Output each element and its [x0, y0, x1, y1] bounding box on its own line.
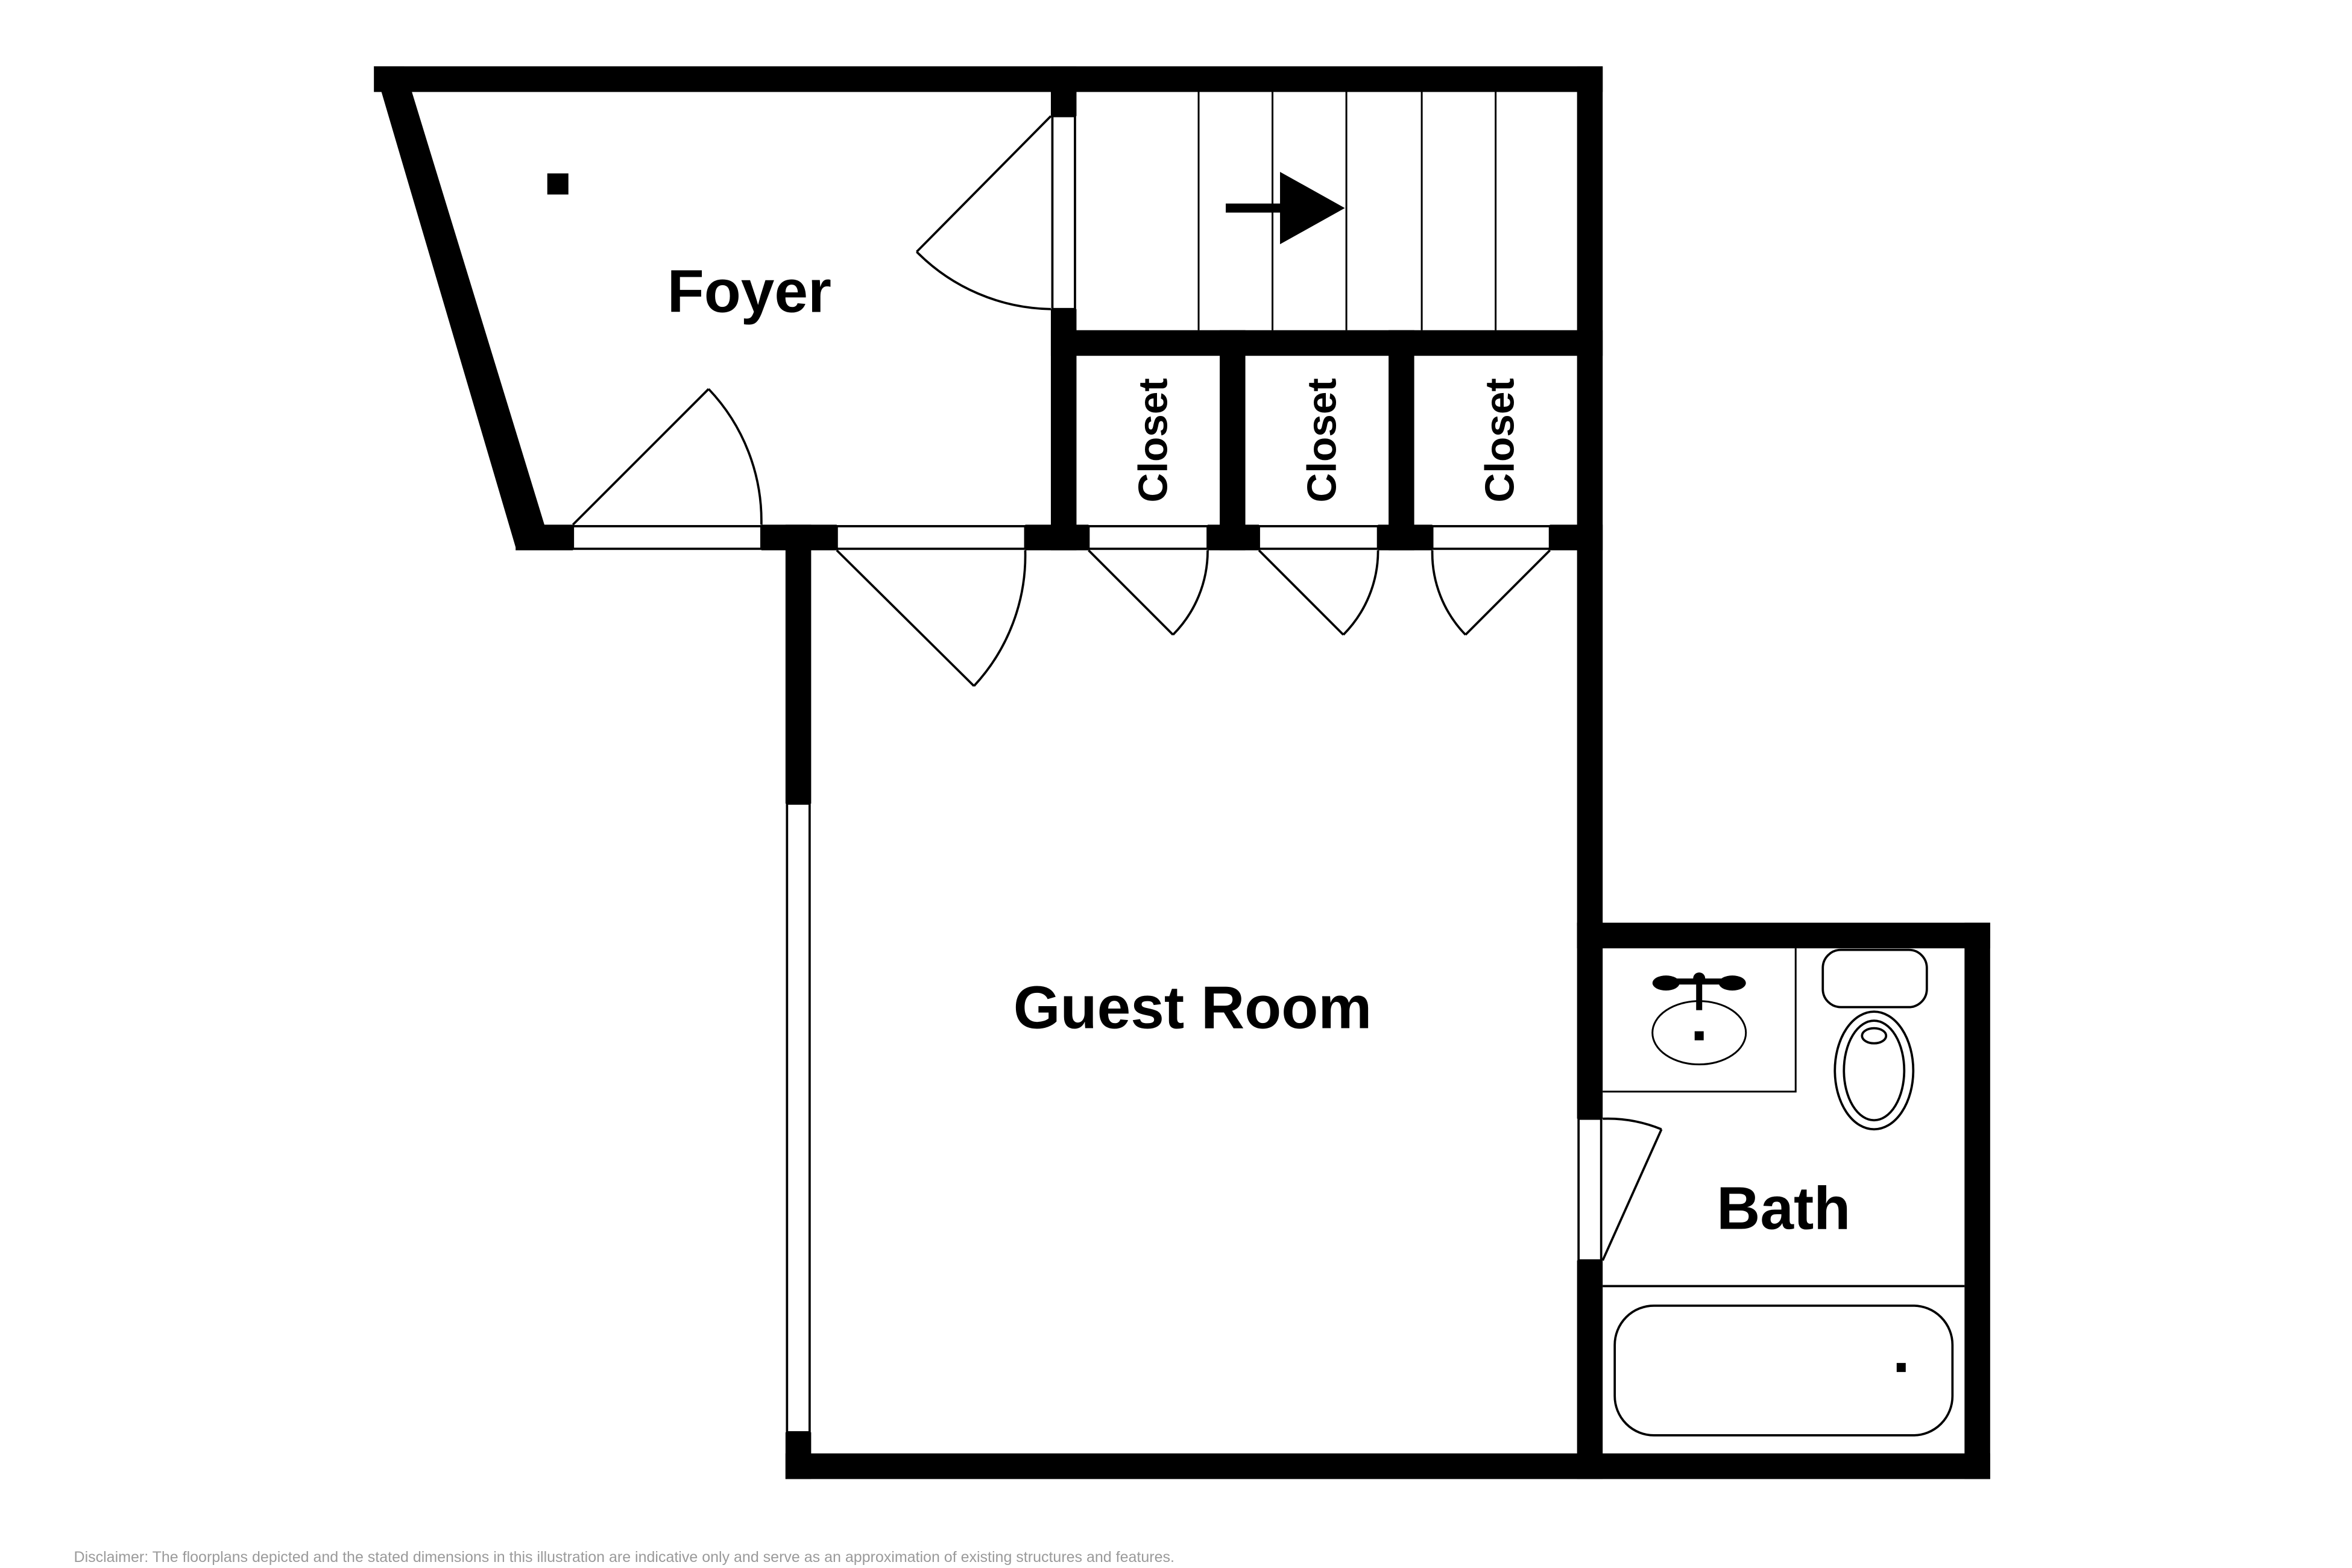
- east-wall-upper: [1577, 66, 1603, 926]
- walls: [374, 66, 1990, 1479]
- bath-door-frame: [1577, 1117, 1603, 1262]
- foyer-bottom-wall-right: [1025, 524, 1089, 550]
- foyer-entry-door-swing: [707, 388, 763, 525]
- bath-door-swing: [1603, 1117, 1662, 1130]
- room-label-closet-2: Closet: [1300, 378, 1345, 502]
- foyer-stair-divider-bottom: [1050, 309, 1077, 550]
- closet-door-frame-2: [1258, 524, 1379, 550]
- closet-door-leaf-1: [1088, 549, 1174, 636]
- stair-arrow-icon: [1226, 172, 1345, 245]
- guest-west-wall-top: [785, 524, 812, 804]
- closet-divider-2: [1389, 330, 1414, 550]
- room-label-bath: Bath: [1717, 1174, 1850, 1242]
- closet-wall-segment-1: [1208, 524, 1260, 550]
- stair-door-jamb: [1051, 115, 1076, 310]
- room-label-guest-room: Guest Room: [1014, 974, 1372, 1042]
- bath-west-wall-bottom: [1577, 1260, 1603, 1479]
- sink-icon: [1651, 972, 1747, 1066]
- closet-divider-1: [1220, 330, 1246, 550]
- staircase: [1197, 92, 1497, 330]
- stair-door-swing: [916, 251, 1051, 310]
- bath-door-leaf: [1601, 1129, 1663, 1261]
- stair-bottom-wall: [1050, 330, 1603, 356]
- guest-window-west: [786, 802, 811, 1434]
- foyer-fixture-marker: [547, 173, 569, 195]
- doors: [572, 115, 1663, 1262]
- closet-door-swing-2: [1342, 550, 1379, 636]
- foyer-stair-divider-top: [1050, 66, 1077, 116]
- closet-door-swing-3: [1431, 550, 1466, 636]
- stair-door-leaf: [916, 115, 1052, 253]
- stair-top-wall: [1050, 66, 1603, 92]
- room-label-closet-1: Closet: [1131, 378, 1176, 502]
- closet-door-frame-3: [1431, 524, 1551, 550]
- windows: [572, 524, 811, 1434]
- closet-door-swing-1: [1172, 550, 1209, 636]
- disclaimer-text: Disclaimer: The floorplans depicted and …: [74, 1549, 1174, 1566]
- foyer-slanted-wall: [374, 66, 546, 547]
- foyer-top-wall: [374, 66, 1075, 92]
- room-label-foyer: Foyer: [667, 258, 831, 326]
- guest-door-swing: [973, 550, 1027, 687]
- foyer-window: [572, 524, 763, 550]
- room-label-closet-3: Closet: [1478, 378, 1523, 502]
- guest-door-frame: [835, 524, 1027, 550]
- foyer-entry-door-leaf: [572, 388, 710, 526]
- closet-wall-segment-3: [1550, 524, 1603, 550]
- foyer-bottom-wall-left: [515, 524, 573, 550]
- closet-door-leaf-3: [1464, 549, 1551, 636]
- bath-east-wall: [1964, 922, 1990, 1479]
- toilet-icon: [1821, 948, 1928, 1131]
- guest-door-leaf: [836, 549, 975, 687]
- bath-top-wall: [1577, 922, 1990, 949]
- closet-door-leaf-2: [1258, 549, 1345, 636]
- bath-west-wall-top: [1577, 922, 1603, 1119]
- vanity: [1603, 948, 1797, 1093]
- bathtub-icon: [1603, 1285, 1965, 1437]
- closet-door-frame-1: [1087, 524, 1209, 550]
- closet-wall-segment-2: [1378, 524, 1433, 550]
- guest-south-wall: [785, 1453, 1990, 1479]
